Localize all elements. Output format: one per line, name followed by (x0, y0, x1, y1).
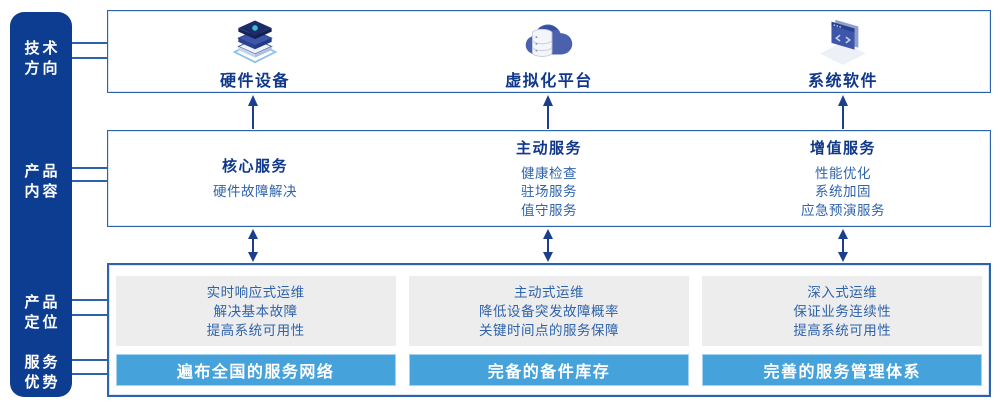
connector-line (72, 57, 108, 59)
sidebar-label-line: 内容 (24, 183, 61, 200)
sidebar-label-product-content: 产品 内容 (10, 162, 72, 202)
positioning-line: 解决基本故障 (213, 303, 298, 319)
positioning-line: 提高系统可用性 (793, 322, 892, 338)
positioning-line: 主动式运维 (513, 284, 584, 300)
service-column-value-added: 增值服务 性能优化 系统加固 应急预演服务 (696, 131, 990, 226)
connector-line (72, 167, 108, 169)
sidebar-label-tech-direction: 技术 方向 (10, 39, 72, 79)
arrow-up-icon (836, 95, 850, 129)
server-stack-icon (232, 20, 278, 63)
arrow-double-vertical-icon (836, 229, 850, 262)
tech-item-label: 虚拟化平台 (505, 72, 593, 90)
service-column-title: 增值服务 (809, 139, 876, 157)
tech-item-label: 系统软件 (807, 72, 878, 90)
positioning-line: 提高系统可用性 (206, 322, 305, 338)
tech-item-hardware: 硬件设备 (108, 11, 402, 92)
sidebar-label-line: 产品 (24, 163, 61, 180)
tech-direction-box: 硬件设备 虚拟化平台 (107, 10, 991, 93)
positioning-line: 保证业务连续性 (793, 303, 892, 319)
cloud-database-icon (525, 24, 573, 57)
advantage-bar: 完备的备件库存 (408, 354, 689, 386)
positioning-column-realtime: 实时响应式运维 解决基本故障 提高系统可用性 遍布全国的服务网络 (109, 265, 402, 395)
arrow-double-vertical-icon (246, 229, 260, 262)
positioning-line: 实时响应式运维 (206, 284, 305, 300)
positioning-panel: 主动式运维 降低设备突发故障概率 关键时间点的服务保障 (408, 276, 689, 346)
positioning-column-deep: 深入式运维 保证业务连续性 提高系统可用性 完善的服务管理体系 (696, 265, 989, 395)
positioning-line: 深入式运维 (807, 284, 878, 300)
service-column-title: 核心服务 (221, 158, 288, 176)
sidebar-label-product-positioning: 产品 定位 (10, 293, 72, 333)
sidebar-label-line: 定位 (24, 314, 61, 331)
connector-line (72, 42, 108, 44)
service-item: 硬件故障解决 (213, 184, 297, 200)
connector-line (72, 373, 108, 375)
connector-line (72, 314, 108, 316)
service-item: 性能优化 (815, 165, 871, 181)
advantage-bar: 完善的服务管理体系 (702, 354, 983, 386)
product-positioning-box: 实时响应式运维 解决基本故障 提高系统可用性 遍布全国的服务网络 主动式运维 降… (107, 263, 991, 397)
sidebar: 技术 方向 产品 内容 产品 定位 服务 优势 (10, 12, 72, 397)
connector-line (72, 359, 108, 361)
service-column-proactive: 主动服务 健康检查 驻场服务 值守服务 (402, 131, 696, 226)
tech-item-label: 硬件设备 (219, 72, 290, 90)
arrow-up-icon (246, 95, 260, 129)
tech-item-virtualization: 虚拟化平台 (402, 11, 696, 92)
connector-line (72, 180, 108, 182)
positioning-line: 降低设备突发故障概率 (478, 303, 619, 319)
arrow-double-vertical-icon (541, 229, 555, 262)
sidebar-label-line: 产品 (24, 294, 61, 311)
service-item: 驻场服务 (521, 184, 577, 200)
sidebar-label-line: 方向 (24, 60, 61, 77)
tech-item-system-software: 系统软件 (696, 11, 990, 92)
positioning-column-proactive: 主动式运维 降低设备突发故障概率 关键时间点的服务保障 完备的备件库存 (402, 265, 695, 395)
advantage-bar: 遍布全国的服务网络 (115, 354, 396, 386)
sidebar-label-line: 优势 (24, 374, 61, 391)
positioning-panel: 深入式运维 保证业务连续性 提高系统可用性 (702, 276, 983, 346)
sidebar-label-line: 服务 (24, 354, 61, 371)
positioning-line: 关键时间点的服务保障 (478, 322, 619, 338)
positioning-panel: 实时响应式运维 解决基本故障 提高系统可用性 (115, 276, 396, 346)
code-window-icon (819, 19, 867, 65)
sidebar-label-service-advantage: 服务 优势 (10, 353, 72, 393)
sidebar-label-line: 技术 (24, 40, 61, 57)
service-column-core: 核心服务 硬件故障解决 (108, 131, 402, 226)
product-content-box: 核心服务 硬件故障解决 主动服务 健康检查 驻场服务 值守服务 增值服务 性能优… (107, 130, 991, 227)
service-item: 应急预演服务 (801, 202, 885, 218)
service-column-title: 主动服务 (515, 139, 582, 157)
service-item: 值守服务 (521, 202, 577, 218)
connector-line (72, 299, 108, 301)
arrow-up-icon (541, 95, 555, 129)
service-item: 系统加固 (815, 184, 871, 200)
service-item: 健康检查 (521, 165, 577, 181)
